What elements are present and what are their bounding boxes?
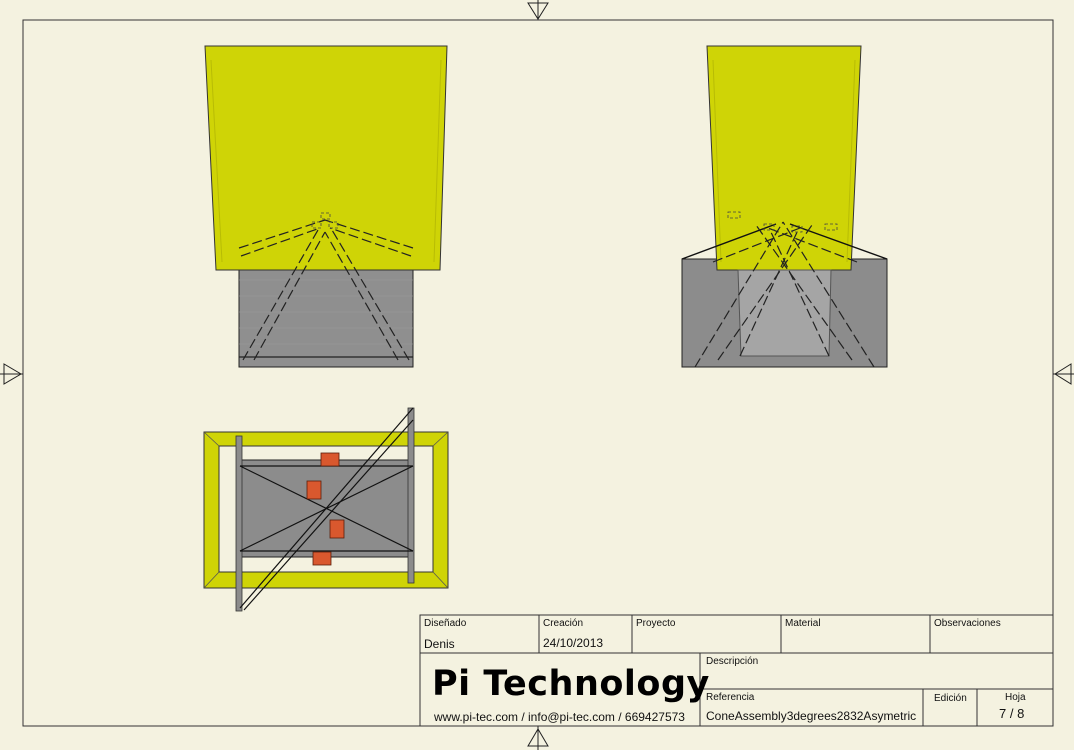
designed-label: Diseñado (424, 618, 467, 629)
top-view (203, 407, 449, 612)
bracket (329, 519, 345, 539)
project-label: Proyecto (636, 618, 676, 629)
observations-label: Observaciones (934, 618, 1001, 629)
designed-value: Denis (424, 637, 455, 651)
top-view-brackets (306, 452, 345, 566)
side-view-cone (706, 45, 862, 271)
sheet-value: 7 / 8 (999, 706, 1025, 721)
sheet-label: Hoja (1005, 692, 1026, 703)
reference-value: ConeAssembly3degrees2832Asymetric (706, 709, 917, 723)
bracket (312, 551, 332, 566)
front-view-box (238, 263, 414, 368)
front-view (204, 45, 448, 368)
material-label: Material (785, 618, 821, 629)
edition-label: Edición (934, 693, 967, 704)
description-label: Descripción (706, 656, 759, 667)
reference-label: Referencia (706, 692, 755, 703)
title-block (419, 614, 1054, 727)
side-view (681, 45, 888, 368)
created-value: 24/10/2013 (543, 636, 604, 650)
bracket (320, 452, 340, 467)
front-view-cone (204, 45, 448, 271)
company-name: Pi Technology (432, 664, 710, 704)
company-contact: www.pi-tec.com / info@pi-tec.com / 66942… (434, 710, 685, 724)
bracket (306, 480, 322, 500)
created-label: Creación (543, 618, 584, 629)
